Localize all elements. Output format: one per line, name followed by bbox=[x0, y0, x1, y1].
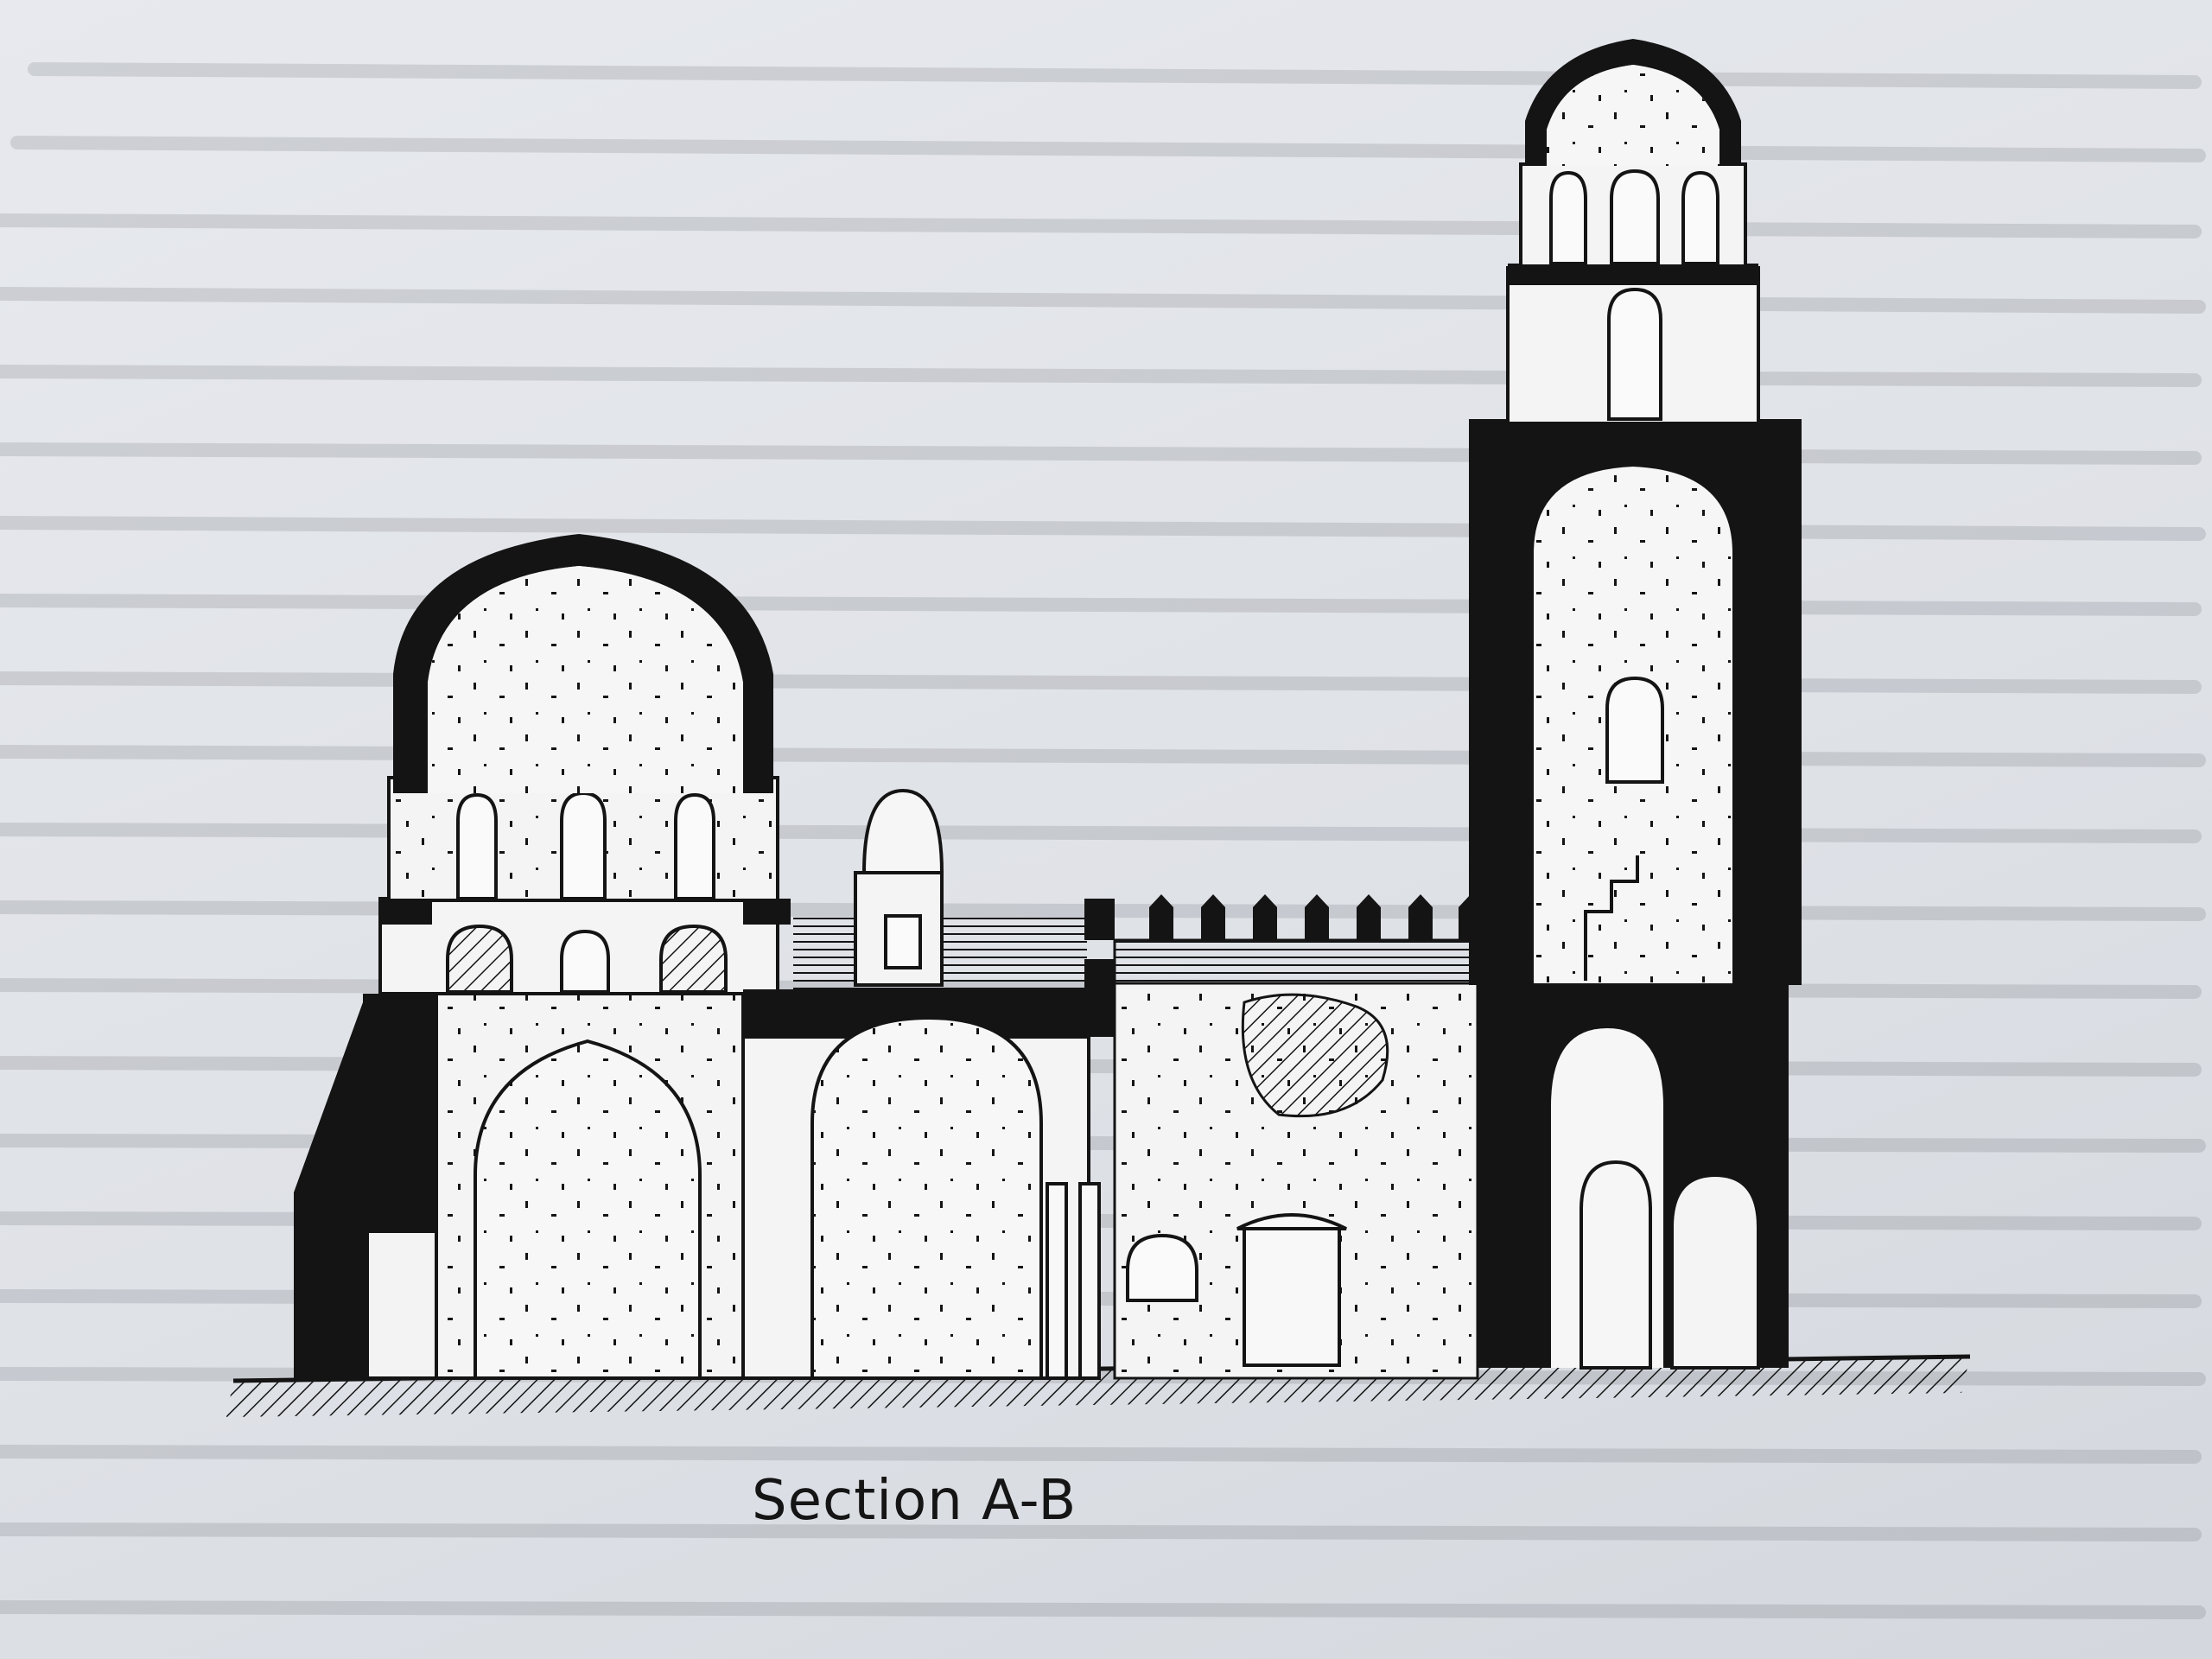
minaret-tower bbox=[1469, 39, 1802, 1370]
section-caption: Section A-B bbox=[752, 1469, 1077, 1533]
crenellated-wall bbox=[1084, 894, 1483, 1380]
central-courtyard bbox=[741, 788, 1115, 1380]
left-dome-chamber bbox=[294, 534, 791, 1380]
